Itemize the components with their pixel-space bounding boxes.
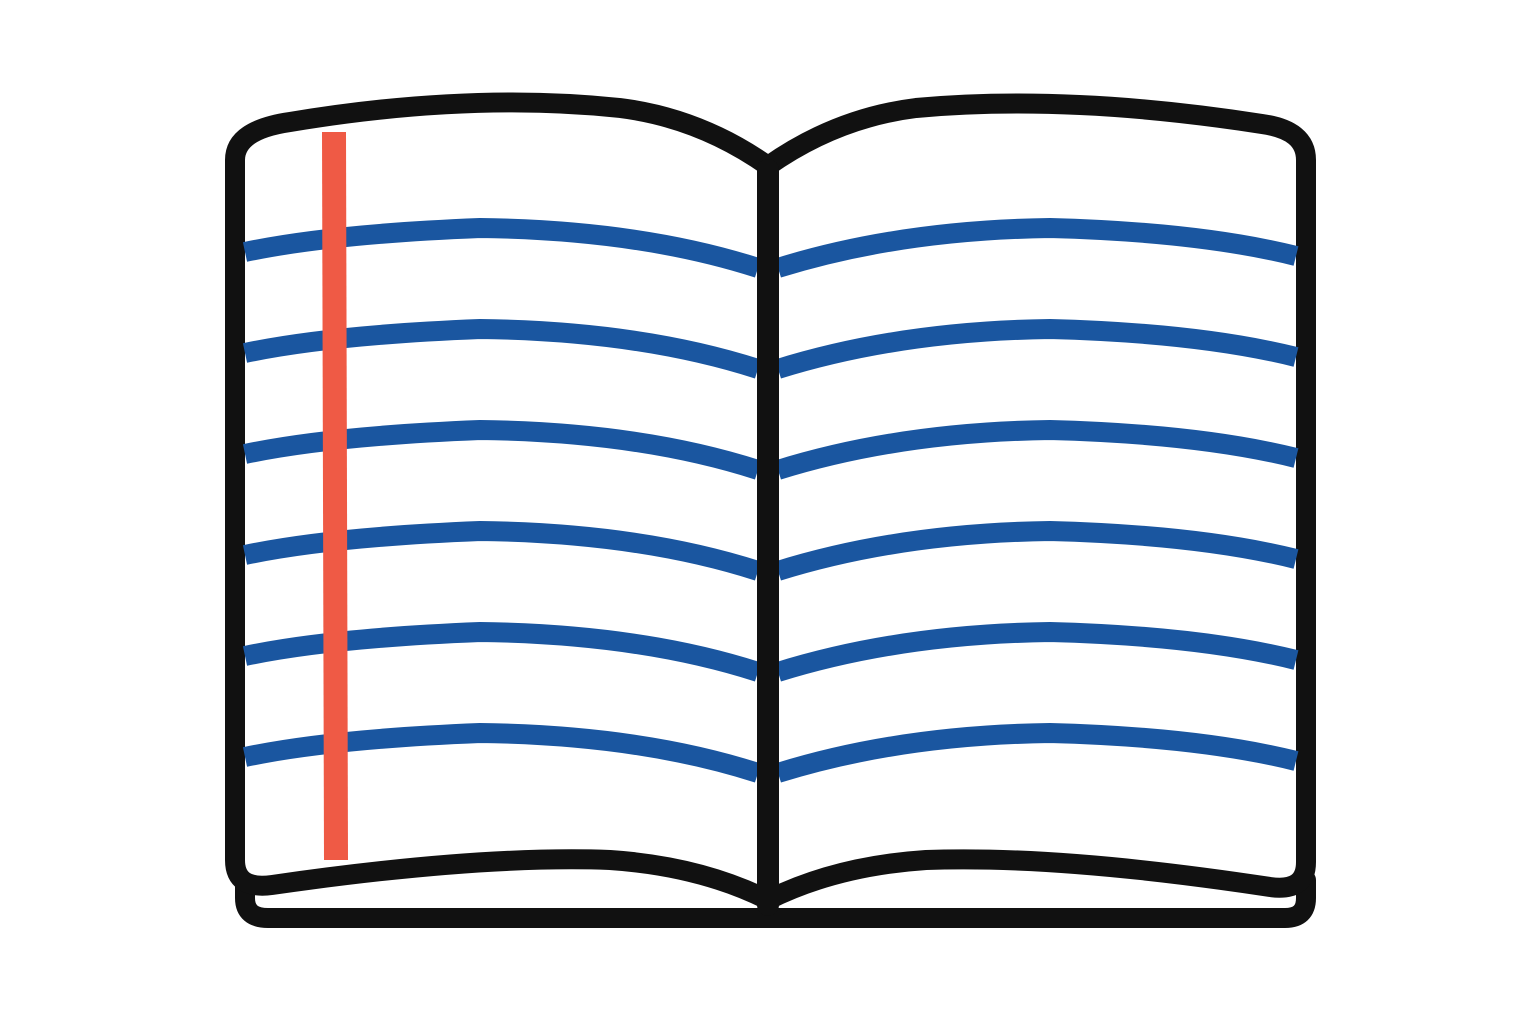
right-page-ruled-line (775, 722, 1299, 783)
right-page-ruled-line (775, 621, 1299, 682)
left-page-margin-line (322, 131, 348, 861)
right-page-ruled-line (775, 520, 1299, 581)
right-page-ruled-line (775, 419, 1299, 480)
notebook-right-page (758, 93, 1316, 910)
notebook-back-cover (235, 870, 1316, 928)
right-page-ruled-line (775, 318, 1299, 379)
right-page-ruled-line (775, 217, 1299, 278)
notebook-left-page (225, 92, 778, 910)
left-page-ruled-line (242, 722, 762, 783)
left-page-ruled-line (242, 621, 762, 682)
left-page-ruled-line (242, 217, 762, 278)
left-page-ruled-line (242, 318, 762, 379)
left-page-ruled-line (242, 520, 762, 581)
left-page-ruled-lines (242, 217, 762, 783)
right-page-ruled-lines (775, 217, 1299, 783)
left-page-ruled-line (242, 419, 762, 480)
